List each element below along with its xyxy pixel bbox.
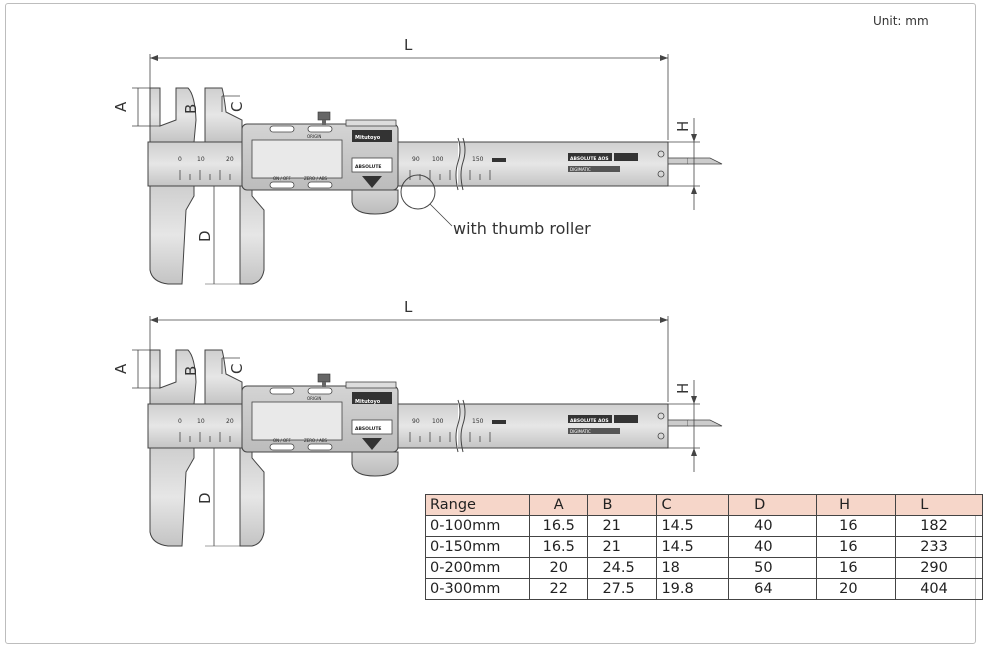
scale-num: 0 bbox=[178, 156, 182, 163]
col-header: C bbox=[656, 494, 730, 516]
table-row: 0-300mm 22 27.5 19.8 64 20 404 bbox=[424, 578, 983, 600]
col-header: H bbox=[816, 494, 897, 516]
table-row: 0-200mm 20 24.5 18 50 16 290 bbox=[424, 557, 983, 579]
table-cell: 0-300mm bbox=[424, 578, 531, 600]
scale-num: 10 bbox=[197, 418, 205, 425]
dim-B-bottom: B bbox=[182, 366, 200, 376]
brand-maker-top: Mitutoyo bbox=[355, 135, 381, 141]
thumb-roller-circle bbox=[400, 174, 436, 210]
table-cell: 233 bbox=[895, 536, 983, 558]
scale-num: 90 bbox=[412, 156, 420, 163]
table-cell: 27.5 bbox=[587, 578, 658, 600]
digimatic-bottom: DIGIMATIC bbox=[570, 429, 591, 434]
table-cell: 20 bbox=[816, 578, 897, 600]
caliper-with-roller bbox=[131, 53, 723, 285]
scale-num: 100 bbox=[432, 418, 444, 425]
dim-D-bottom: D bbox=[196, 492, 214, 504]
table-cell: 0-200mm bbox=[424, 557, 531, 579]
scale-num: 100 bbox=[432, 156, 444, 163]
absolute-aos-top: ABSOLUTE AOS bbox=[570, 156, 609, 162]
col-header: Range bbox=[424, 494, 531, 516]
digimatic-top: DIGIMATIC bbox=[570, 167, 591, 172]
dimension-table: Range A B C D H L 0-100mm 16.5 21 14.5 4… bbox=[424, 494, 983, 600]
dim-D-top: D bbox=[196, 230, 214, 242]
table-cell: 16 bbox=[816, 557, 897, 579]
table-cell: 20 bbox=[529, 557, 589, 579]
table-cell: 50 bbox=[728, 557, 818, 579]
table-cell: 16.5 bbox=[529, 515, 589, 537]
table-cell: 16 bbox=[816, 515, 897, 537]
dim-C-top: C bbox=[228, 102, 246, 112]
table-cell: 21 bbox=[587, 515, 658, 537]
table-cell: 18 bbox=[656, 557, 730, 579]
dim-A-bottom: A bbox=[112, 363, 130, 374]
brand-mode-top: ABSOLUTE bbox=[355, 164, 381, 170]
scale-num: 150 bbox=[472, 418, 484, 425]
dim-L-top: L bbox=[404, 36, 413, 54]
on-off-top: ON / OFF bbox=[273, 176, 291, 181]
table-cell: 16 bbox=[816, 536, 897, 558]
table-cell: 24.5 bbox=[587, 557, 658, 579]
table-cell: 0-100mm bbox=[424, 515, 531, 537]
dim-A-top: A bbox=[112, 101, 130, 112]
scale-num: 10 bbox=[197, 156, 205, 163]
table-cell: 14.5 bbox=[656, 515, 730, 537]
table-cell: 21 bbox=[587, 536, 658, 558]
table-cell: 16.5 bbox=[529, 536, 589, 558]
table-cell: 290 bbox=[895, 557, 983, 579]
origin-bottom: ORIGIN bbox=[307, 396, 321, 401]
unit-label: Unit: mm bbox=[873, 14, 929, 28]
col-header: A bbox=[529, 494, 589, 516]
table-row: 0-150mm 16.5 21 14.5 40 16 233 bbox=[424, 536, 983, 558]
scale-num: 150 bbox=[472, 156, 484, 163]
col-header: D bbox=[728, 494, 818, 516]
figure-frame bbox=[5, 3, 976, 644]
dim-C-bottom: C bbox=[228, 364, 246, 374]
table-row: 0-100mm 16.5 21 14.5 40 16 182 bbox=[424, 515, 983, 537]
brand-mode-bottom: ABSOLUTE bbox=[355, 426, 381, 432]
dim-L-bottom: L bbox=[404, 298, 413, 316]
table-cell: 0-150mm bbox=[424, 536, 531, 558]
brand-maker-bottom: Mitutoyo bbox=[355, 399, 381, 405]
zero-abs-top: ZERO / ABS bbox=[304, 176, 327, 181]
scale-num: 20 bbox=[226, 156, 234, 163]
col-header: B bbox=[587, 494, 658, 516]
dim-B-top: B bbox=[182, 104, 200, 114]
callout-leader bbox=[429, 203, 453, 227]
col-header: L bbox=[895, 494, 983, 516]
dim-H-top: H bbox=[674, 121, 692, 132]
on-off-bottom: ON / OFF bbox=[273, 438, 291, 443]
table-cell: 64 bbox=[728, 578, 818, 600]
absolute-aos-bottom: ABSOLUTE AOS bbox=[570, 418, 609, 424]
table-cell: 19.8 bbox=[656, 578, 730, 600]
table-cell: 40 bbox=[728, 536, 818, 558]
dim-H-bottom: H bbox=[674, 383, 692, 394]
zero-abs-bottom: ZERO / ABS bbox=[304, 438, 327, 443]
table-cell: 22 bbox=[529, 578, 589, 600]
table-cell: 14.5 bbox=[656, 536, 730, 558]
scale-num: 0 bbox=[178, 418, 182, 425]
table-cell: 40 bbox=[728, 515, 818, 537]
table-cell: 182 bbox=[895, 515, 983, 537]
thumb-roller-label: with thumb roller bbox=[453, 219, 591, 238]
scale-num: 20 bbox=[226, 418, 234, 425]
table-header-row: Range A B C D H L bbox=[424, 494, 983, 516]
table-cell: 404 bbox=[895, 578, 983, 600]
origin-top: ORIGIN bbox=[307, 134, 321, 139]
scale-num: 90 bbox=[412, 418, 420, 425]
